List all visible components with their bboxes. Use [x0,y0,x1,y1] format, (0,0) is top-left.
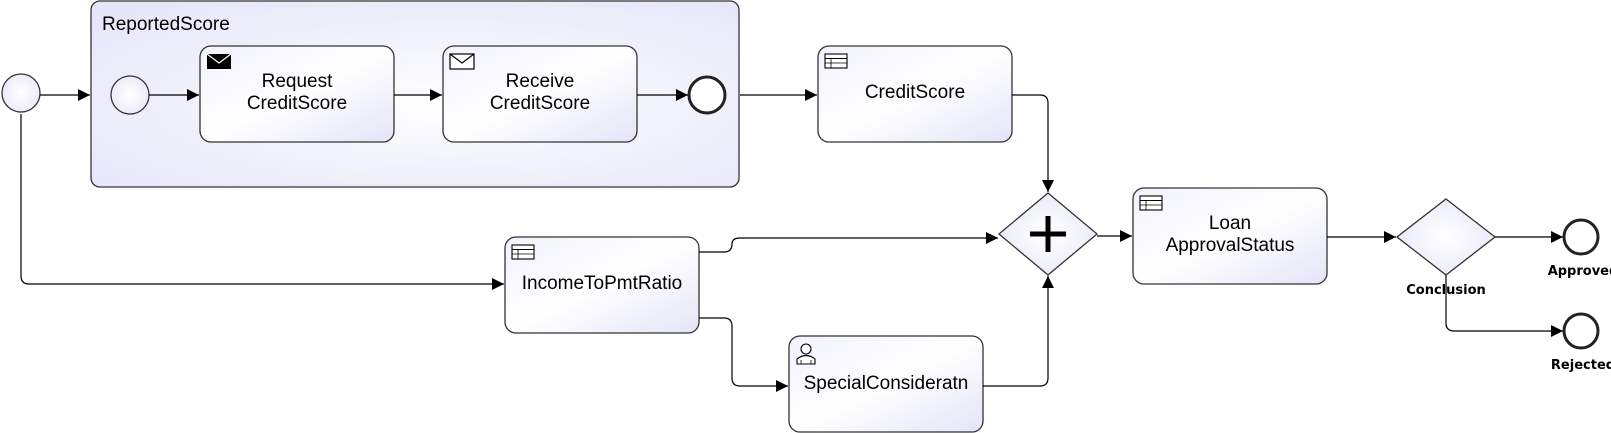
flow-creditscore-to-gateway [1012,94,1054,192]
subprocess-label: ReportedScore [102,14,230,35]
flow-special-to-gateway [983,276,1054,387]
flow-income-to-special [699,317,788,392]
task-income-to-pmt-ratio[interactable]: IncomeToPmtRatio [504,236,700,334]
task-loan-approval-status[interactable]: Loan ApprovalStatus [1132,187,1328,285]
subprocess-start-event[interactable] [110,75,150,115]
task-label: SpecialConsideratn [804,373,969,394]
end-event-approved[interactable]: Approved [1548,218,1611,279]
task-label-line2: CreditScore [490,93,590,114]
user-icon [796,343,816,365]
task-label-line1: Receive [506,71,575,92]
start-event[interactable] [1,73,41,113]
subprocess-reported-score[interactable]: ReportedScore [90,0,740,188]
decision-table-icon [1139,195,1163,211]
sequence-flows [20,89,1563,392]
end-event-label: Rejected [1551,358,1611,373]
end-event-label: Approved [1548,264,1611,279]
parallel-gateway[interactable] [997,192,1099,276]
end-event-rejected[interactable]: Rejected [1551,312,1611,373]
envelope-filled-icon [206,53,232,69]
flow-start-to-income [20,114,504,290]
task-label-line1: Loan [1209,213,1251,234]
task-label: IncomeToPmtRatio [522,273,683,294]
plus-icon [1030,216,1066,252]
subprocess-end-event[interactable] [687,75,727,115]
envelope-outline-icon [449,53,475,70]
task-request-credit-score[interactable]: Request CreditScore [199,45,395,143]
task-special-consideratn[interactable]: SpecialConsideratn [788,335,984,433]
task-label-line2: ApprovalStatus [1166,235,1295,256]
decision-table-icon [511,244,535,260]
task-credit-score[interactable]: CreditScore [817,45,1013,143]
decision-table-icon [824,53,848,69]
task-receive-credit-score[interactable]: Receive CreditScore [442,45,638,143]
flow-income-to-gateway [699,232,998,253]
task-label-line1: Request [262,71,333,92]
flow-conclusion-to-rejected [1445,275,1563,337]
task-label: CreditScore [865,82,965,103]
task-label-line2: CreditScore [247,93,347,114]
